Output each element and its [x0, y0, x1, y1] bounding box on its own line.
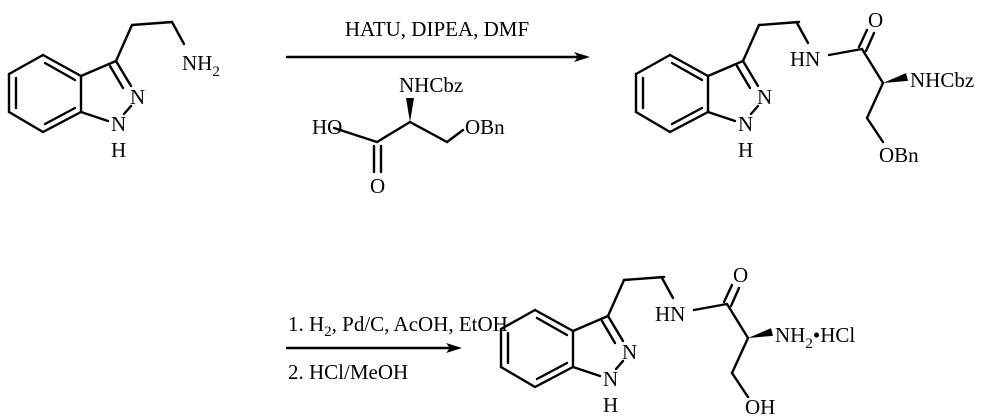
- n2-label: N: [757, 85, 772, 109]
- intermediate: N N H HN O NHCbz OBn: [738, 8, 974, 167]
- amine-hcl-label: NH2•HCl: [775, 323, 855, 352]
- amide-nh-label: HN: [655, 302, 685, 326]
- bond: [662, 278, 673, 298]
- bond: [694, 304, 727, 310]
- step2-line1: 1. H2, Pd/C, AcOH, EtOH: [288, 312, 508, 340]
- amine-label: NH2: [182, 51, 220, 80]
- nhcbz-label: NHCbz: [910, 68, 974, 92]
- bond: [377, 122, 410, 142]
- ring-bond: [636, 112, 670, 132]
- n1-label: N: [603, 367, 618, 391]
- nh-h-label: H: [603, 393, 618, 417]
- bond: [867, 118, 883, 142]
- bond: [797, 23, 808, 43]
- chain-bond: [624, 277, 664, 280]
- wedge-bond: [883, 73, 908, 83]
- wedge-bond: [406, 98, 414, 122]
- bond: [447, 130, 463, 142]
- ring-bond: [636, 55, 670, 74]
- wedge-bond: [748, 328, 773, 338]
- product: N N H HN O NH2•HCl OH: [603, 263, 855, 419]
- ring-bond: [9, 55, 43, 74]
- bond: [732, 338, 748, 373]
- n1-label: N: [738, 112, 753, 136]
- chain-bond: [608, 280, 624, 316]
- double-bond: [45, 108, 75, 124]
- amide-nh-label: HN: [790, 47, 820, 71]
- acid-ho-label: HO: [312, 115, 342, 139]
- chain-bond: [743, 25, 759, 61]
- chain-bond: [759, 22, 799, 25]
- step1-conditions: HATU, DIPEA, DMF HO O NHCbz OBn: [312, 17, 529, 198]
- chain-bond: [116, 25, 132, 61]
- double-bond: [859, 30, 867, 47]
- reagent-obn-label: OBn: [465, 115, 505, 139]
- double-bond: [731, 288, 739, 306]
- double-bond: [724, 285, 732, 302]
- acid-carbonyl-o-label: O: [370, 174, 385, 198]
- bond: [727, 304, 748, 338]
- ring-bond: [9, 112, 43, 132]
- hydroxyl-label: OH: [745, 395, 775, 419]
- double-bond: [672, 108, 702, 124]
- ring-bond: [501, 367, 535, 387]
- ring-bond: [708, 112, 735, 121]
- step1-reagents: HATU, DIPEA, DMF: [345, 17, 529, 41]
- nh-h-label: H: [111, 138, 126, 162]
- ring-bond: [573, 367, 600, 376]
- n1-label: N: [111, 112, 126, 136]
- carbonyl-o-label: O: [868, 8, 883, 32]
- starting-material: NH2 N N H: [111, 51, 220, 162]
- carbonyl-o-label: O: [733, 263, 748, 287]
- nh-h-label: H: [738, 138, 753, 162]
- double-bond: [866, 33, 874, 51]
- reagent-nhcbz-label: NHCbz: [399, 73, 463, 97]
- n2-label: N: [622, 340, 637, 364]
- chain-bond: [132, 22, 172, 25]
- ring-bond: [81, 112, 108, 121]
- step2-line2: 2. HCl/MeOH: [288, 360, 408, 384]
- bond: [410, 122, 447, 142]
- chain-bond: [172, 22, 184, 44]
- double-bond: [537, 363, 567, 379]
- bond: [829, 49, 862, 55]
- bond: [867, 83, 883, 118]
- bond: [862, 49, 883, 83]
- obn-label: OBn: [879, 143, 919, 167]
- bond: [732, 373, 748, 397]
- n2-label: N: [130, 85, 145, 109]
